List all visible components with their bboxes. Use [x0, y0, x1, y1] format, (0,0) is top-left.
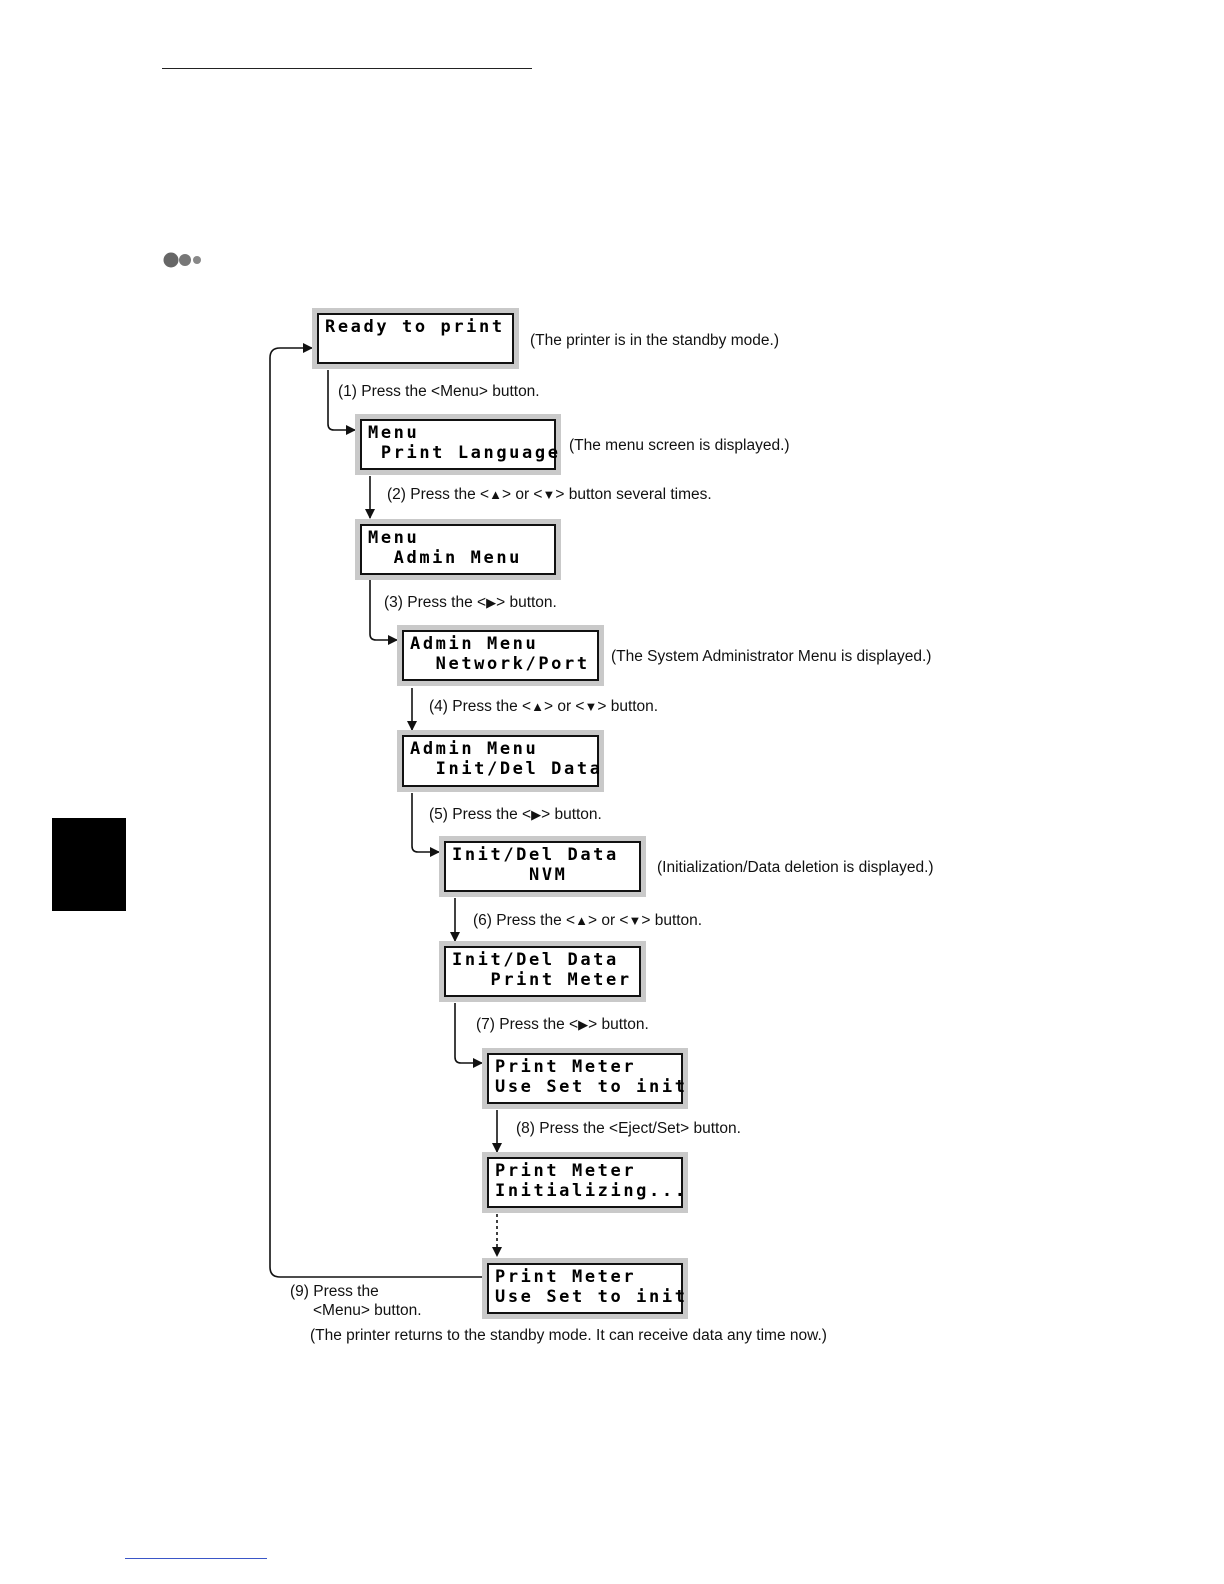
step-1: (1) Press the <Menu> button.	[338, 383, 540, 400]
step-4-text-a: (4) Press the <	[429, 698, 532, 715]
step-2-text-c: > button several times.	[555, 486, 712, 503]
step-2: (2) Press the <▲> or <▼> button several …	[387, 486, 712, 504]
lcd-admin-network-port: Admin Menu Network/Port	[397, 625, 604, 686]
lcd-line-1: Print Meter	[495, 1267, 637, 1287]
step-7-text-a: (7) Press the <	[476, 1016, 579, 1033]
step-5-text-b: > button.	[541, 806, 602, 823]
lcd-line-1: Ready to print	[325, 317, 505, 337]
lcd-line-2: NVM	[452, 865, 568, 885]
right-arrow-icon: ▶	[578, 1017, 589, 1032]
step-2-text-b: > or <	[501, 486, 543, 503]
down-arrow-icon: ▼	[584, 699, 598, 714]
lcd-line-1: Menu	[368, 528, 420, 548]
step-6: (6) Press the <▲> or <▼> button.	[473, 912, 702, 930]
lcd-init-nvm: Init/Del Data NVM	[439, 836, 646, 897]
connector-7	[454, 1003, 483, 1068]
up-arrow-icon: ▲	[575, 913, 588, 928]
lcd-line-1: Print Meter	[495, 1161, 637, 1181]
caption-standby: (The printer is in the standby mode.)	[530, 332, 779, 349]
lcd-line-1: Admin Menu	[410, 739, 539, 759]
caption-init-displayed: (Initialization/Data deletion is display…	[657, 859, 934, 876]
lcd-ready: Ready to print	[312, 308, 519, 369]
lcd-menu-admin-menu: Menu Admin Menu	[355, 519, 561, 580]
lcd-line-1: Admin Menu	[410, 634, 539, 654]
up-arrow-icon: ▲	[489, 487, 502, 502]
lcd-line-2: Print Language	[368, 443, 561, 463]
lcd-line-2: Use Set to init	[495, 1077, 688, 1097]
step-4-text-c: > button.	[597, 698, 659, 715]
step-3: (3) Press the <▶> button.	[384, 594, 557, 612]
lcd-menu-print-language: Menu Print Language	[355, 414, 561, 475]
connector-return	[269, 343, 482, 1278]
lcd-line-1: Init/Del Data	[452, 950, 619, 970]
caption-final: (The printer returns to the standby mode…	[310, 1327, 827, 1344]
step-5: (5) Press the <▶> button.	[429, 806, 602, 824]
step-6-text-b: > or <	[587, 912, 629, 929]
connector-1	[327, 370, 356, 435]
step-6-text-c: > button.	[641, 912, 703, 929]
header-rule	[162, 68, 532, 69]
step-9-line-1: (9) Press the	[290, 1283, 379, 1300]
chapter-tab	[52, 818, 126, 911]
lcd-admin-init-del-data: Admin Menu Init/Del Data	[397, 730, 604, 792]
step-2-text-a: (2) Press the <	[387, 486, 490, 503]
right-arrow-icon: ▶	[531, 807, 542, 822]
connector-3	[369, 580, 398, 645]
step-5-text-a: (5) Press the <	[429, 806, 532, 823]
step-7-text-b: > button.	[588, 1016, 649, 1033]
step-8: (8) Press the <Eject/Set> button.	[516, 1120, 741, 1137]
right-arrow-icon: ▶	[486, 595, 497, 610]
lcd-line-2: Initializing...	[495, 1181, 688, 1201]
step-6-text-a: (6) Press the <	[473, 912, 576, 929]
lcd-line-2: Use Set to init	[495, 1287, 688, 1307]
footer-rule	[125, 1558, 267, 1559]
caption-admin-displayed: (The System Administrator Menu is displa…	[611, 648, 932, 665]
lcd-init-print-meter: Init/Del Data Print Meter	[439, 941, 646, 1002]
lcd-line-2: Network/Port	[410, 654, 590, 674]
down-arrow-icon: ▼	[628, 913, 642, 928]
step-4-text-b: > or <	[543, 698, 585, 715]
step-9-line-2: <Menu> button.	[313, 1302, 422, 1319]
lcd-line-2: Init/Del Data	[410, 759, 603, 779]
step-3-text-b: > button.	[496, 594, 557, 611]
lcd-line-1: Print Meter	[495, 1057, 637, 1077]
step-3-text-a: (3) Press the <	[384, 594, 487, 611]
lcd-line-1: Menu	[368, 423, 420, 443]
lcd-line-2: Print Meter	[452, 970, 632, 990]
connector-5	[411, 793, 440, 857]
down-arrow-icon: ▼	[542, 487, 556, 502]
step-7: (7) Press the <▶> button.	[476, 1016, 649, 1034]
up-arrow-icon: ▲	[531, 699, 544, 714]
step-4: (4) Press the <▲> or <▼> button.	[429, 698, 658, 716]
lcd-line-1: Init/Del Data	[452, 845, 619, 865]
caption-menu-displayed: (The menu screen is displayed.)	[569, 437, 790, 454]
section-bullet-icon	[163, 252, 201, 268]
lcd-line-2: Admin Menu	[368, 548, 523, 568]
